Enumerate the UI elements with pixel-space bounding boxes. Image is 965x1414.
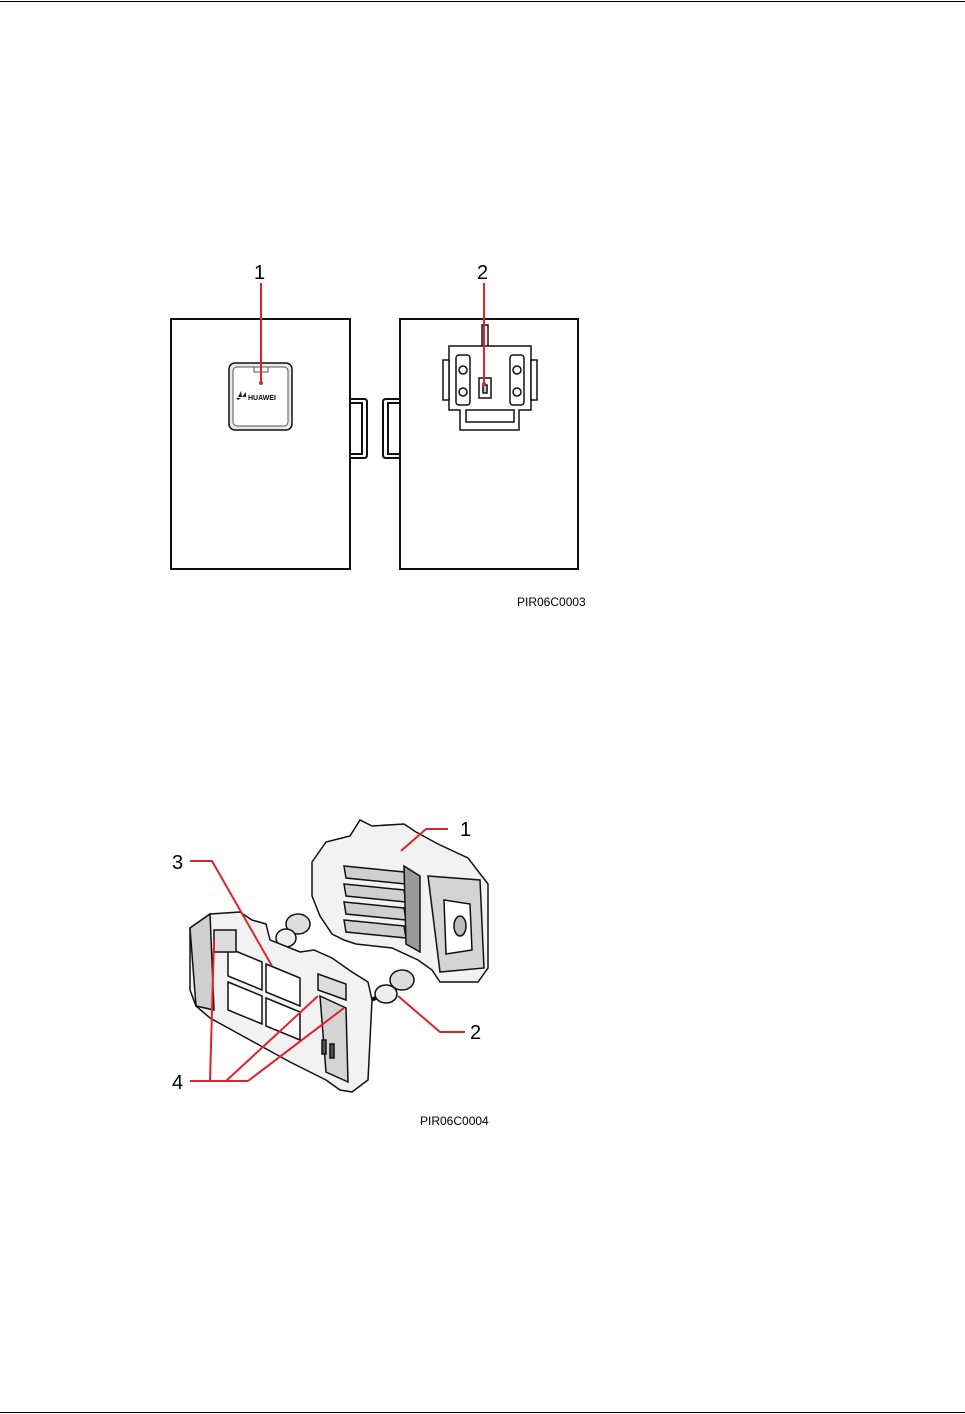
figure-bracket-assembly: 1 2 3 4 PIR06C0004 xyxy=(160,810,510,1135)
callout-2: 2 xyxy=(398,996,481,1044)
logo-text: HUAWEI xyxy=(248,395,276,402)
callout-label-2: 2 xyxy=(477,262,488,284)
callout-label-1: 1 xyxy=(460,819,471,841)
callout-label-4: 4 xyxy=(172,1072,183,1094)
callout-dot-2 xyxy=(482,382,486,386)
callout-label-1: 1 xyxy=(254,262,265,284)
callout-label-2: 2 xyxy=(470,1022,481,1044)
figure-front-back-panels: HUAWEI 1 2 PIR06C0003 xyxy=(160,255,620,610)
clamp-bracket xyxy=(312,820,488,982)
callout-label-3: 3 xyxy=(172,852,183,874)
handle-right xyxy=(383,399,400,458)
header-rule xyxy=(0,1,965,2)
figure-id-1: PIR06C0003 xyxy=(517,595,586,609)
callout-dot-1 xyxy=(259,381,263,385)
footer-rule xyxy=(0,1412,965,1413)
handle-left xyxy=(350,399,367,458)
figure-id-2: PIR06C0004 xyxy=(420,1114,489,1128)
